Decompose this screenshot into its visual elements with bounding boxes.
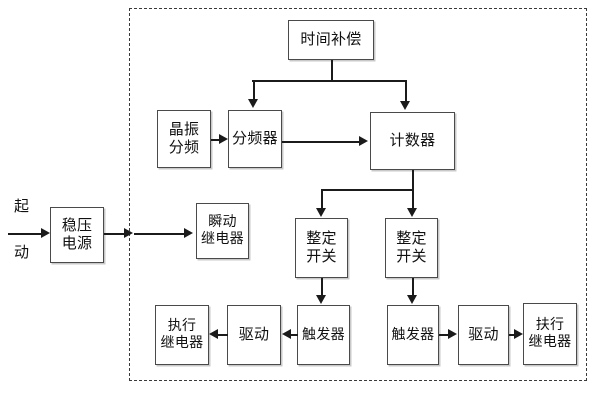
block-execution-relay-left-line2: 继电器 (160, 335, 204, 351)
arrowhead-timecomp-to-counter (400, 101, 410, 110)
block-setting-switch-left-line2: 开关 (306, 247, 337, 265)
block-instant-relay[interactable]: 瞬动 继电器 (196, 203, 249, 259)
start-label-line2: 动 (14, 243, 30, 261)
block-instant-relay-line2: 继电器 (201, 231, 244, 247)
arrowhead-crystal-to-divider (219, 134, 228, 144)
block-setting-switch-right-line1: 整定 (396, 229, 427, 248)
connector-counter-stem (412, 170, 414, 190)
block-trigger-left-line1: 触发器 (302, 326, 345, 343)
block-execution-relay-right-line1: 扶行 (535, 317, 565, 334)
block-drive-right[interactable]: 驱动 (458, 305, 509, 365)
arrowhead-divider-to-counter (359, 136, 368, 146)
block-instant-relay-line1: 瞬动 (208, 214, 237, 231)
block-drive-left[interactable]: 驱动 (227, 305, 281, 365)
arrowhead-start-to-power (41, 228, 50, 238)
block-setting-switch-right-line2: 开关 (396, 247, 427, 265)
arrowhead-switchright-to-triggerright (407, 295, 417, 304)
block-regulated-power-supply[interactable]: 稳压 电源 (50, 207, 104, 263)
block-execution-relay-left[interactable]: 执行 继电器 (155, 305, 209, 365)
arrowhead-driveleft-to-relayleft (209, 329, 218, 339)
connector-driveleft-to-relayleft (218, 334, 228, 336)
arrowhead-driveright-to-relayright (514, 329, 523, 339)
block-setting-switch-right[interactable]: 整定 开关 (385, 218, 438, 278)
connector-driveright-to-relayright (509, 334, 517, 336)
connector-counter-to-switch-left (321, 189, 323, 209)
connector-counter-to-switch-right (412, 189, 414, 209)
arrowhead-to-instant-relay (184, 228, 193, 238)
connector-switchright-to-triggerright (412, 278, 414, 296)
block-counter[interactable]: 计数器 (370, 112, 455, 170)
block-regulated-power-supply-line2: 电源 (61, 234, 93, 252)
block-frequency-divider-line1: 分频器 (232, 129, 278, 148)
block-drive-left-line1: 驱动 (238, 325, 270, 344)
arrowhead-counter-to-switch-right (407, 208, 417, 217)
arrowhead-timecomp-to-divider (248, 99, 258, 108)
arrowhead-triggerright-to-driveright (448, 329, 457, 339)
block-execution-relay-left-line1: 执行 (167, 318, 197, 335)
block-trigger-left[interactable]: 触发器 (297, 305, 350, 365)
block-time-compensation-line1: 时间补偿 (300, 30, 362, 49)
block-regulated-power-supply-line1: 稳压 (61, 216, 93, 235)
connector-triggerright-to-driveright (439, 334, 449, 336)
connector-triggerleft-to-driveleft (290, 334, 298, 336)
connector-divider-to-counter (282, 141, 360, 143)
block-crystal-divider-line1: 晶振 (168, 120, 200, 139)
block-setting-switch-left[interactable]: 整定 开关 (295, 218, 348, 278)
block-setting-switch-left-line1: 整定 (306, 229, 337, 248)
arrowhead-counter-to-switch-left (316, 208, 326, 217)
connector-timecomp-bus (252, 80, 406, 82)
arrowhead-triggerleft-to-driveleft (282, 329, 291, 339)
block-crystal-divider-line2: 分频 (168, 138, 200, 156)
arrowhead-switchleft-to-triggerleft (316, 295, 326, 304)
connector-timecomp-to-counter (405, 80, 407, 102)
connector-switchleft-to-triggerleft (321, 278, 323, 296)
block-trigger-right-line1: 触发器 (391, 326, 435, 343)
block-drive-right-line1: 驱动 (468, 325, 499, 344)
dashed-boundary (129, 8, 587, 381)
block-crystal-divider[interactable]: 晶振 分频 (157, 110, 211, 168)
block-execution-relay-right[interactable]: 扶行 继电器 (523, 303, 577, 365)
block-counter-line1: 计数器 (389, 131, 436, 150)
connector-crystal-to-divider (211, 139, 221, 141)
block-trigger-right[interactable]: 触发器 (387, 305, 439, 365)
connector-power-to-boundary (104, 233, 126, 235)
connector-timecomp-to-divider (253, 80, 255, 100)
block-execution-relay-right-line2: 继电器 (528, 334, 572, 350)
connector-boundary-to-instant-relay (134, 233, 184, 235)
arrowhead-power-boundary (124, 228, 133, 238)
connector-start-to-power (8, 233, 42, 235)
connector-timecomp-stem (331, 60, 333, 81)
connector-counter-bus (321, 189, 413, 191)
block-time-compensation[interactable]: 时间补偿 (288, 20, 374, 60)
start-label-line1: 起 (14, 197, 30, 215)
block-frequency-divider[interactable]: 分频器 (228, 110, 282, 168)
